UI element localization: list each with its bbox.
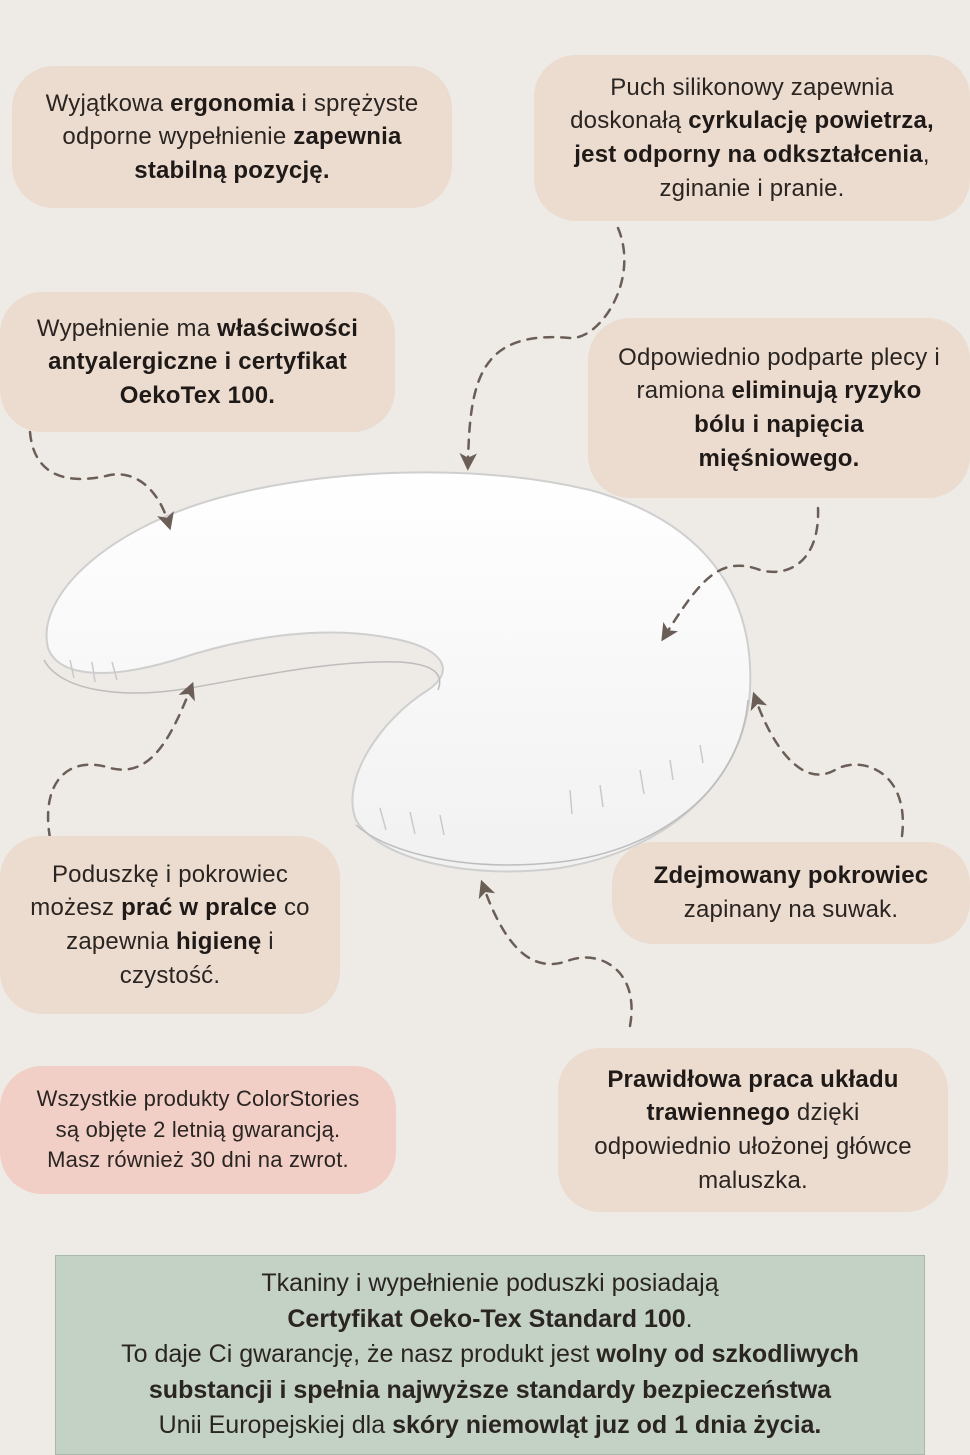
dashed-arrows <box>28 226 905 1028</box>
feature-digestion-bubble: Prawidłowa praca układu trawiennego dzię… <box>558 1048 948 1212</box>
certificate-line-3: To daje Ci gwarancję, że nasz produkt je… <box>121 1340 859 1404</box>
feature-washable-text: Poduszkę i pokrowiec możesz prać w pralc… <box>30 860 310 989</box>
arrow-digestion <box>478 879 633 1028</box>
feature-cover-bubble: Zdejmowany pokrowiec zapinany na suwak. <box>612 842 970 944</box>
warranty-text: Wszystkie produkty ColorStories są objęt… <box>36 1085 360 1173</box>
warranty-bubble: Wszystkie produkty ColorStories są objęt… <box>0 1066 396 1194</box>
certificate-line-2: Certyfikat Oeko-Tex Standard 100. <box>287 1304 693 1333</box>
nursing-pillow-shape <box>43 471 752 873</box>
certificate-line-4: Unii Europejskiej dla skóry niemowląt ju… <box>158 1411 822 1439</box>
arrow-antiallergic <box>28 430 174 531</box>
feature-cover-text: Zdejmowany pokrowiec zapinany na suwak. <box>653 862 929 923</box>
arrow-silicone <box>459 226 626 471</box>
arrow-support <box>661 506 820 642</box>
certificate-line-1: Tkaniny i wypełnienie poduszki posiadają <box>261 1269 719 1297</box>
feature-washable-bubble: Poduszkę i pokrowiec możesz prać w pralc… <box>0 836 340 1014</box>
feature-silicone-bubble: Puch silikonowy zapewnia doskonałą cyrku… <box>534 55 970 221</box>
feature-antiallergic-bubble: Wypełnienie ma właściwości antyalergiczn… <box>0 292 395 432</box>
feature-support-text: Odpowiednio podparte plecy i ramiona eli… <box>618 343 940 472</box>
certificate-box: Tkaniny i wypełnienie poduszki posiadają… <box>55 1255 925 1455</box>
feature-antiallergic-text: Wypełnienie ma właściwości antyalergiczn… <box>36 314 359 409</box>
feature-support-bubble: Odpowiednio podparte plecy i ramiona eli… <box>588 318 970 498</box>
feature-ergonomics-text: Wyjątkowa ergonomia i sprężyste odporne … <box>45 89 419 184</box>
arrow-cover <box>750 691 905 838</box>
feature-silicone-text: Puch silikonowy zapewnia doskonałą cyrku… <box>570 73 934 202</box>
feature-ergonomics-bubble: Wyjątkowa ergonomia i sprężyste odporne … <box>12 66 452 208</box>
feature-digestion-text: Prawidłowa praca układu trawiennego dzię… <box>594 1065 912 1194</box>
arrow-washable <box>46 681 195 840</box>
